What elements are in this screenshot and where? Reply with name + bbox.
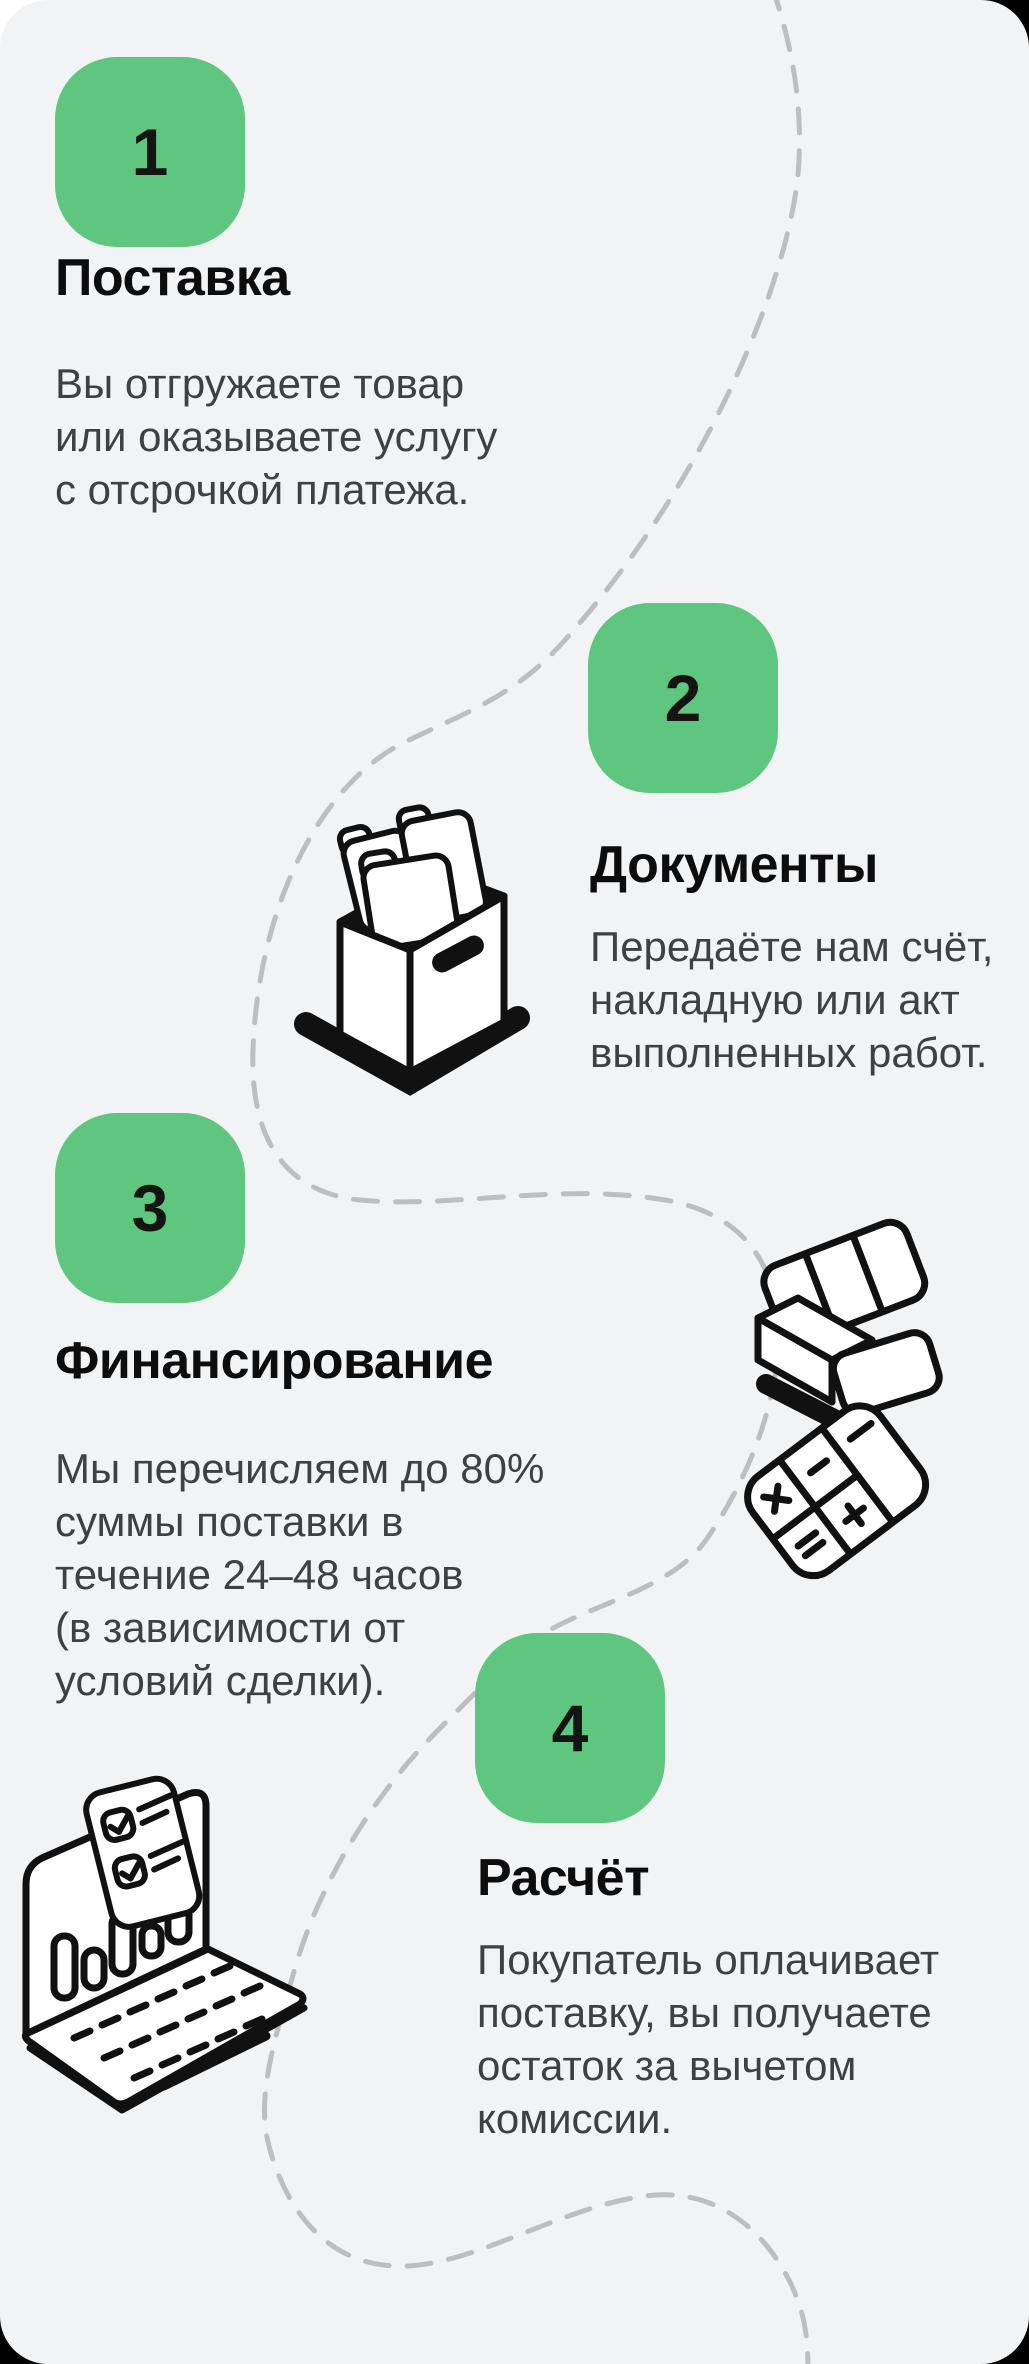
step-4-line-2: поставку, вы получаете (477, 1989, 932, 2036)
laptop-checklist-icon (22, 1775, 308, 2114)
step-2-number: 2 (664, 661, 702, 735)
step-3-line-3: течение 24–48 часов (55, 1551, 464, 1598)
step-4-line-1: Покупатель оплачивает (477, 1936, 940, 1983)
step-1-number: 1 (131, 115, 169, 189)
step-3-title: Финансирование (55, 1332, 494, 1390)
step-4-title: Расчёт (477, 1849, 650, 1907)
documents-box-icon (294, 804, 530, 1096)
step-2-line-2: накладную или акт (590, 976, 960, 1023)
step-1-number-badge: 1 (55, 57, 245, 247)
step-1-line-2: или оказываете услугу (55, 413, 498, 460)
step-4-number: 4 (551, 1691, 589, 1765)
step-4-line-3: остаток за вычетом (477, 2042, 857, 2089)
step-4-line-4: комиссии. (477, 2095, 673, 2142)
step-1-title: Поставка (55, 249, 290, 307)
step-3-line-1: Мы перечисляем до 80% (55, 1445, 545, 1492)
step-3-line-2: суммы поставки в (55, 1498, 404, 1545)
step-2-line-1: Передаёте нам счёт, (590, 923, 994, 970)
step-3-line-5: условий сделки). (55, 1657, 386, 1704)
step-3-number-badge: 3 (55, 1113, 245, 1303)
parcels-calculator-icon (744, 1218, 943, 1580)
step-2-line-3: выполненных работ. (590, 1029, 988, 1076)
step-2-title: Документы (590, 836, 878, 894)
step-2-description: Передаёте нам счёт, накладную или акт вы… (590, 920, 993, 1079)
step-1-description: Вы отгружаете товар или оказываете услуг… (55, 357, 497, 516)
step-1-line-3: с отсрочкой платежа. (55, 466, 470, 513)
step-4-description: Покупатель оплачивает поставку, вы получ… (477, 1933, 939, 2145)
step-1-line-1: Вы отгружаете товар (55, 360, 465, 407)
step-4-number-badge: 4 (475, 1633, 665, 1823)
step-3-number: 3 (131, 1171, 169, 1245)
step-3-description: Мы перечисляем до 80% суммы поставки в т… (55, 1442, 544, 1707)
step-3-line-4: (в зависимости от (55, 1604, 406, 1651)
step-2-number-badge: 2 (588, 603, 778, 793)
